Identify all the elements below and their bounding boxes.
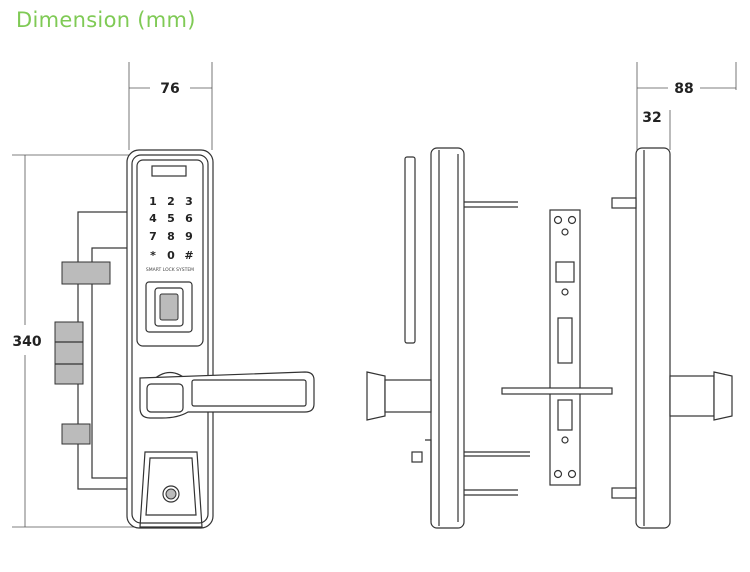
key-8: 8 [167,230,175,243]
key-star: * [150,249,156,262]
key-9: 9 [185,230,193,243]
front-handle [139,371,315,419]
mortise-body-front [54,211,131,490]
front-lock-body [126,149,214,529]
key-2: 2 [167,195,175,208]
dimension-depth-body: 32 [642,110,661,126]
key-0: 0 [167,249,175,262]
dimension-depth-total: 88 [674,81,693,97]
key-5: 5 [167,212,175,225]
dimension-height: 340 [12,334,41,350]
keypad: 1 2 3 4 5 6 7 8 9 * 0 # SMART LOCK SYSTE… [146,195,194,273]
keypad-label: SMART LOCK SYSTEM [146,267,194,273]
key-4: 4 [149,212,157,225]
key-6: 6 [185,212,193,225]
mortise-faceplate [501,209,613,486]
dimension-width-front: 76 [160,81,179,97]
right-side-view [611,147,733,529]
key-hash: # [184,249,193,262]
key-7: 7 [149,230,157,243]
key-1: 1 [149,195,157,208]
front-dimension-lines [12,62,213,528]
right-dimension-lines [636,62,737,150]
key-3: 3 [185,195,193,208]
side-view [366,147,530,529]
diagram-title: Dimension (mm) [16,8,196,32]
